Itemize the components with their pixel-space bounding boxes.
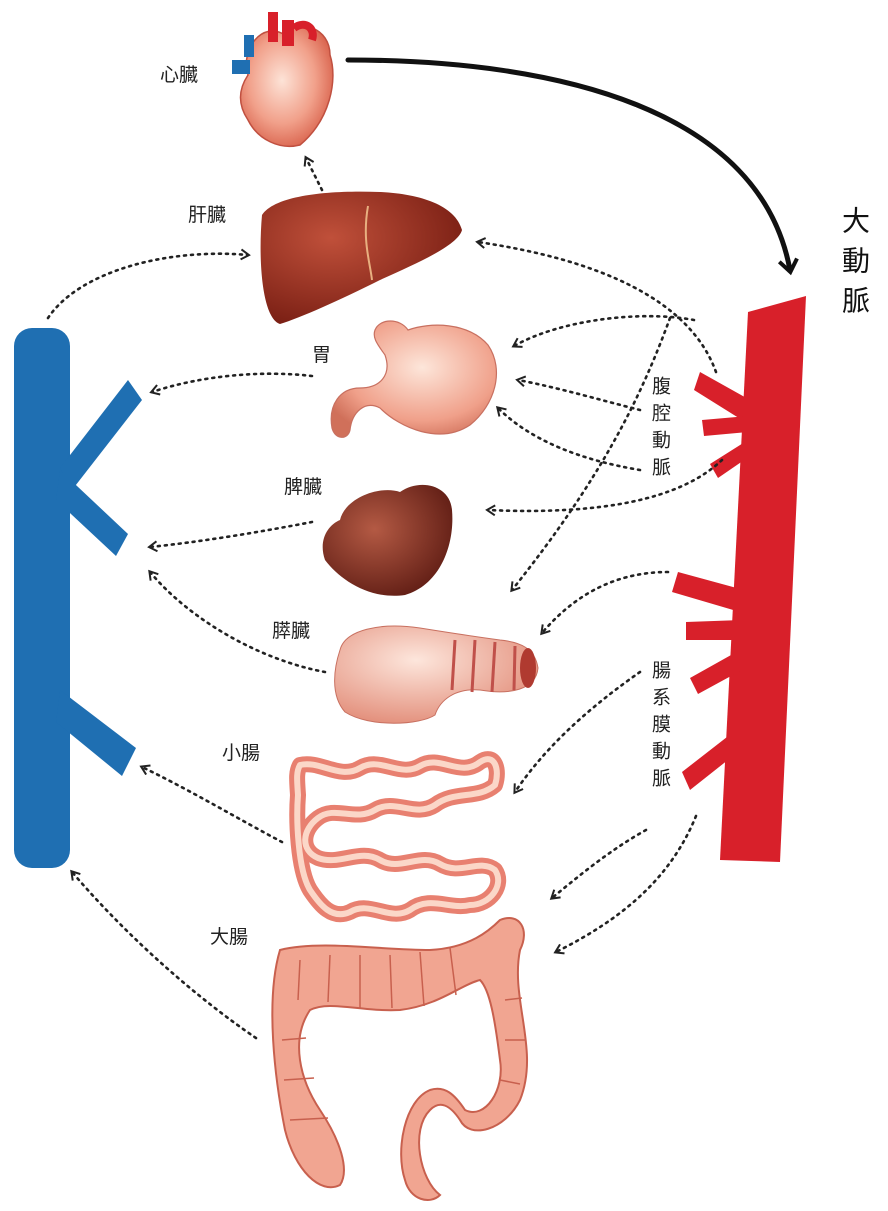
label-heart: 心臓 bbox=[160, 66, 198, 85]
large-intestine-organ bbox=[272, 918, 527, 1200]
spleen-organ bbox=[323, 485, 453, 596]
label-large-intestine: 大腸 bbox=[210, 928, 248, 947]
label-mesenteric-artery: 腸系膜動脈 bbox=[650, 660, 669, 795]
heart-organ bbox=[232, 12, 333, 146]
label-liver: 肝臓 bbox=[188, 206, 226, 225]
label-celiac-artery: 腹腔動脈 bbox=[650, 376, 669, 484]
aorta-vessel bbox=[672, 296, 806, 862]
label-stomach: 胃 bbox=[312, 346, 331, 365]
label-aorta: 大動脈 bbox=[840, 206, 868, 326]
label-pancreas: 膵臓 bbox=[272, 622, 310, 641]
stomach-organ bbox=[331, 321, 496, 437]
supply-arrows bbox=[478, 242, 722, 952]
small-intestine-organ bbox=[297, 759, 498, 914]
label-small-intestine: 小腸 bbox=[222, 744, 260, 763]
liver-organ bbox=[261, 192, 462, 324]
pancreas-organ bbox=[335, 626, 538, 723]
label-spleen: 脾臓 bbox=[284, 478, 322, 497]
portal-vein bbox=[14, 328, 142, 868]
